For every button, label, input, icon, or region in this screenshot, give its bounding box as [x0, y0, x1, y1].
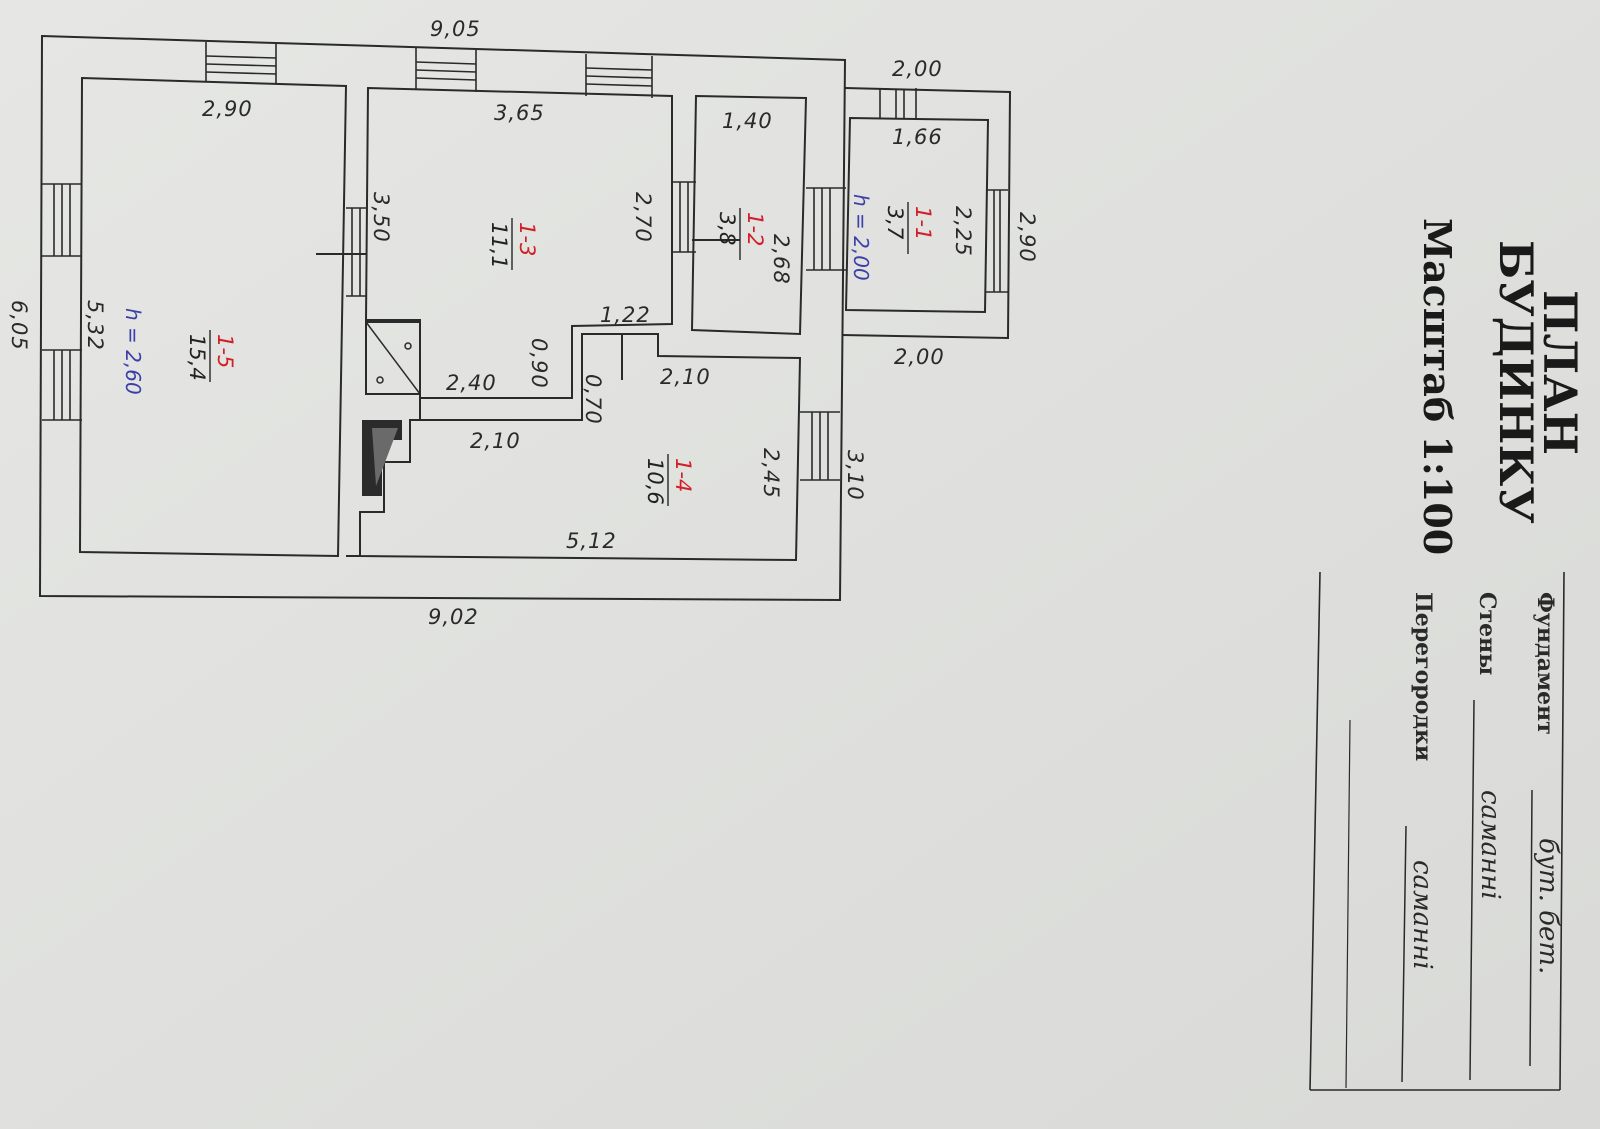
- dim-annex-bottom: 2,00: [894, 345, 945, 369]
- dim-room-1-3-top: 3,65: [494, 101, 545, 125]
- window-top-1: [205, 42, 277, 84]
- plan-scale: Масштаб 1:100: [1415, 218, 1460, 555]
- spec-row-walls: Стены саманні: [1469, 592, 1505, 1081]
- title-frame-line: [1559, 571, 1565, 1091]
- spec-value: саманні: [1475, 790, 1505, 900]
- stove-diagonal: [365, 321, 421, 395]
- room-label-1-1: 1-1 3,7: [883, 202, 935, 254]
- room-area: 3,8: [715, 212, 739, 245]
- stove-block: [365, 321, 421, 395]
- plan-subtitle: БУДИНКУ: [1489, 240, 1543, 524]
- plan-title: ПЛАН: [1533, 290, 1587, 455]
- dim-room-1-2-top: 1,40: [722, 109, 773, 133]
- dim-room-1-4-top: 2,10: [660, 365, 711, 389]
- room-label-1-3: 1-3 11,1: [487, 218, 539, 270]
- dim-annex-top: 2,00: [892, 57, 943, 81]
- spec-row-partitions: Перегородки саманні: [1401, 592, 1437, 1083]
- room-id: 1-4: [671, 458, 695, 492]
- room-id: 1-1: [911, 206, 935, 240]
- room-1-3-outline: [364, 86, 673, 399]
- window-top-2: [415, 48, 477, 92]
- spec-label: Перегородки: [1410, 592, 1436, 761]
- room-label-1-2: 1-2 3,8: [715, 208, 767, 260]
- room-label-1-4: 1-4 10,6: [643, 454, 695, 506]
- dim-room-1-4-left: 2,10: [470, 429, 521, 453]
- room-area: 11,1: [487, 222, 511, 269]
- room-id: 1-3: [515, 222, 539, 256]
- dim-room-1-1-top: 1,66: [892, 125, 943, 149]
- spec-value: бут. бет.: [1533, 838, 1563, 974]
- window-left-1: [42, 183, 82, 257]
- dim-room-1-3-step-v: 0,90: [527, 338, 551, 389]
- room-height-1-1: h = 2,00: [849, 194, 873, 281]
- spec-value: саманні: [1407, 860, 1437, 970]
- stove-burner: [404, 342, 412, 350]
- window-annex-right: [986, 189, 1008, 293]
- dim-room-1-4-step: 0,70: [581, 374, 605, 425]
- dim-annex-right: 2,90: [1015, 212, 1039, 263]
- outer-wall-outline: [38, 34, 847, 602]
- dim-room-1-1-side: 2,25: [951, 206, 975, 257]
- room-area: 3,7: [883, 206, 907, 240]
- room-1-1-outline: [844, 116, 990, 314]
- title-frame-line: [1309, 571, 1321, 1091]
- room-height-1-5: h = 2,60: [121, 308, 145, 395]
- stove-burner: [376, 376, 384, 384]
- dim-room-1-4-right: 2,45: [759, 448, 783, 499]
- dim-outer-left: 6,05: [7, 300, 31, 351]
- room-id: 1-2: [743, 212, 767, 246]
- room-id: 1-5: [213, 334, 237, 368]
- dim-outer-top: 9,05: [430, 17, 481, 41]
- title-block: ПЛАН БУДИНКУ Масштаб 1:100 Фундамент бут…: [1309, 218, 1587, 1091]
- room-1-5-outline: [78, 76, 348, 558]
- dim-right-lower: 3,10: [843, 450, 867, 501]
- room-area: 10,6: [643, 458, 667, 505]
- dim-room-1-3-right: 2,70: [631, 192, 655, 243]
- dim-notch: 1,22: [600, 303, 651, 327]
- floor-plan: 9,05 9,02 6,05 2,00 2,00 2,90 3,10 2,90 …: [7, 17, 1039, 629]
- dim-room-1-2-side: 2,68: [769, 234, 793, 285]
- spec-label: Стены: [1474, 592, 1500, 675]
- window-top-3: [585, 54, 653, 98]
- dim-room-1-3-left: 3,50: [369, 192, 393, 243]
- dim-room-1-5-side: 5,32: [83, 300, 107, 351]
- spec-label: Фундамент: [1532, 592, 1558, 735]
- dim-outer-bottom: 9,02: [428, 605, 479, 629]
- window-annex-top: [879, 88, 917, 118]
- room-1-4-outline: [359, 333, 802, 562]
- window-left-2: [42, 349, 82, 421]
- room-area: 15,4: [185, 334, 209, 381]
- window-partition-12-13: [672, 181, 696, 253]
- spec-row-foundation: Фундамент бут. бет.: [1529, 592, 1563, 1067]
- dim-room-1-3-step-h: 2,40: [446, 371, 497, 395]
- dim-room-1-5-top: 2,90: [202, 97, 253, 121]
- title-frame-line: [1345, 719, 1351, 1089]
- dim-room-1-4-bottom: 5,12: [566, 529, 617, 553]
- window-right-lower: [800, 411, 840, 481]
- annex-outline: [841, 87, 1012, 340]
- window-partition-15-13: [346, 207, 366, 297]
- room-label-1-5: 1-5 15,4: [185, 330, 237, 382]
- window-partition-11-12: [806, 187, 846, 271]
- chimney-hatch: [372, 428, 398, 486]
